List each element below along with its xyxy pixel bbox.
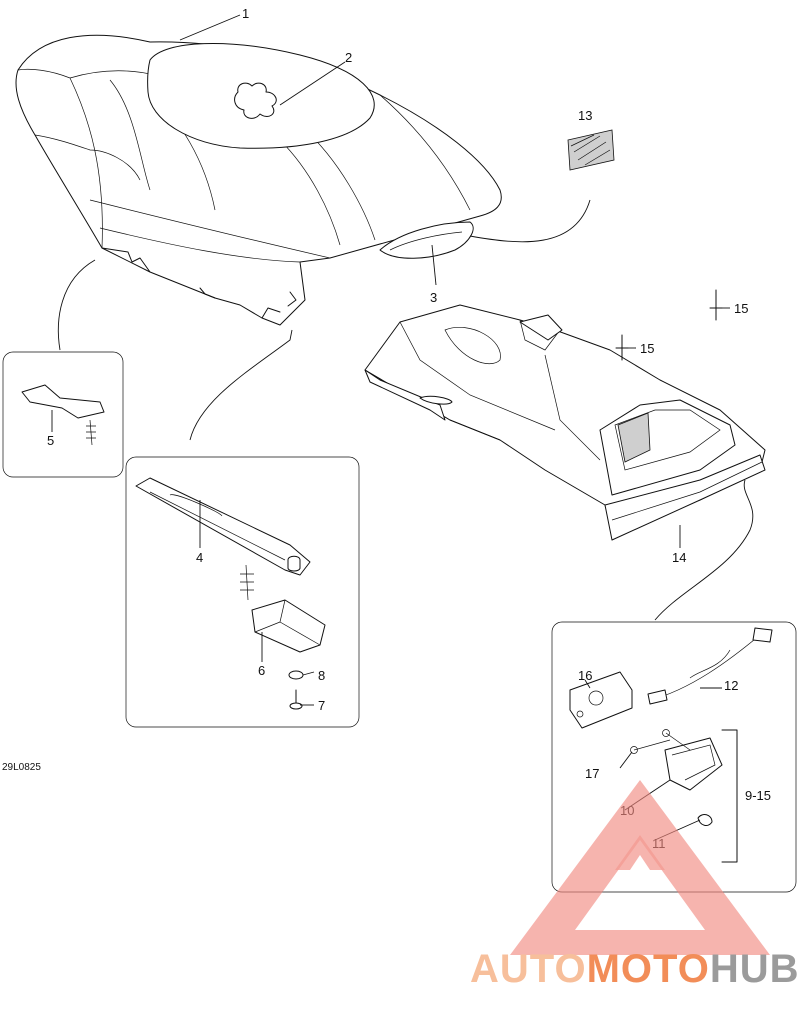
leader-lines — [51, 14, 754, 841]
inset-parts-9-17 — [551, 621, 797, 893]
callout-7: 7 — [318, 698, 325, 713]
watermark: AUTOMOTOHUB — [470, 780, 800, 991]
callout-5: 5 — [47, 433, 54, 448]
callout-2: 2 — [345, 50, 352, 65]
callout-17: 17 — [585, 766, 599, 781]
svg-text:AUTOMOTOHUB: AUTOMOTOHUB — [470, 947, 800, 991]
callout-4: 4 — [196, 550, 203, 565]
callout-6: 6 — [258, 663, 265, 678]
watermark-word-auto: AUTO — [470, 947, 587, 991]
callout-9-15: 9-15 — [745, 788, 771, 803]
callout-labels: 1 2 3 4 5 6 7 8 9-15 10 11 12 13 14 15 1… — [2, 6, 771, 851]
inset-part-5 — [2, 351, 124, 478]
callout-8: 8 — [318, 668, 325, 683]
callout-15-a: 15 — [734, 301, 748, 316]
callout-14: 14 — [672, 550, 686, 565]
part-14-tray — [364, 289, 766, 541]
callout-16: 16 — [578, 668, 592, 683]
callout-15-b: 15 — [640, 341, 654, 356]
drawing-code: 29L0825 — [2, 762, 41, 773]
inset-parts-4-8 — [125, 456, 360, 728]
watermark-word-moto: MOTO — [587, 947, 710, 991]
callout-3: 3 — [430, 290, 437, 305]
callout-12: 12 — [724, 678, 738, 693]
callout-13: 13 — [578, 108, 592, 123]
seat — [15, 34, 502, 326]
callout-1: 1 — [242, 6, 249, 21]
watermark-word-hub: HUB — [710, 947, 800, 991]
part-13-decal — [567, 129, 615, 171]
watermark-logo — [510, 780, 770, 955]
